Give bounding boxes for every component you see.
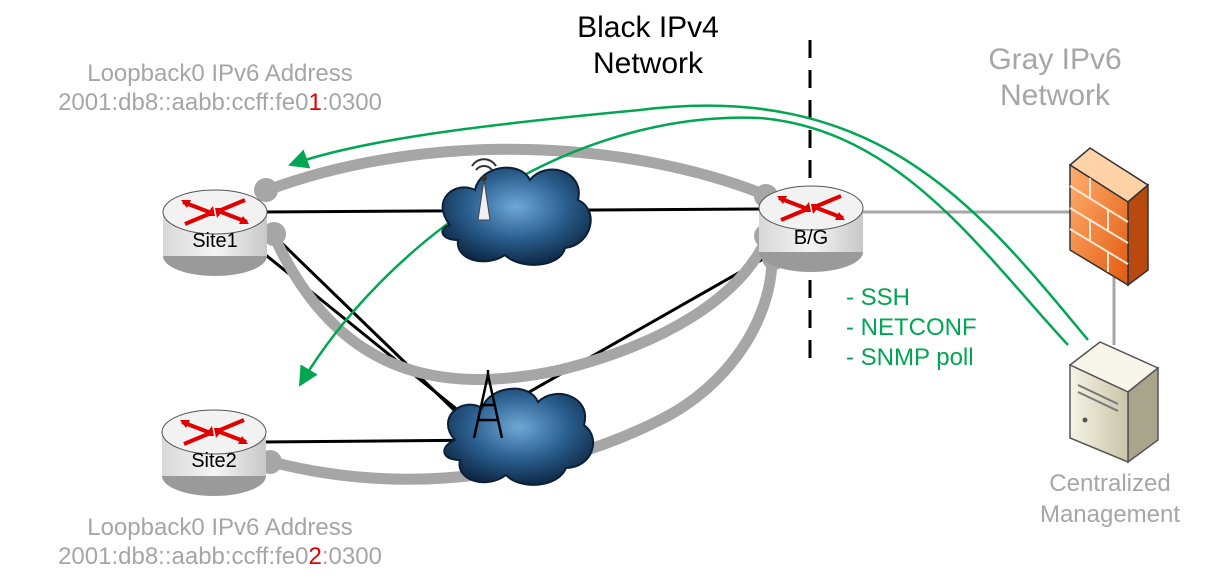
- protocol-ssh: - SSH: [846, 284, 911, 311]
- protocol-snmp: - SNMP poll: [846, 344, 974, 371]
- ipv6-links: [858, 210, 1116, 345]
- server-icon: [1068, 341, 1160, 464]
- centralized-management-label: Centralized Management: [1039, 470, 1181, 529]
- protocol-netconf: - NETCONF: [846, 314, 977, 341]
- firewall-icon: [1068, 147, 1150, 287]
- management-arrows: [288, 104, 1089, 387]
- gray-network-label: Gray IPv6 Network: [988, 43, 1122, 112]
- loopback-title: Loopback0 IPv6 Address: [87, 60, 353, 87]
- mgmt-arrow-site1: [288, 104, 1089, 341]
- site2-loopback-label: Loopback0 IPv6 Address 2001:db8::aabb:cc…: [0, 514, 440, 572]
- black-network-label: Black IPv4 Network: [577, 11, 719, 80]
- router-label-bg: B/G: [793, 227, 829, 249]
- router-label-site1: Site1: [192, 230, 238, 252]
- router-label-site2: Site2: [191, 450, 237, 472]
- tunnels: [262, 143, 778, 485]
- router-site2[interactable]: [161, 409, 267, 496]
- protocol-list: - SSH - NETCONF - SNMP poll: [846, 283, 977, 373]
- cellular-cloud-icon: [443, 370, 595, 486]
- loopback-title: Loopback0 IPv6 Address: [87, 514, 353, 541]
- router-site1[interactable]: [162, 189, 268, 276]
- mgmt-arrow-site2: [298, 116, 1069, 387]
- loopback-address: 2001:db8::aabb:ccff:fe02:0300: [58, 542, 382, 570]
- site1-loopback-label: Loopback0 IPv6 Address 2001:db8::aabb:cc…: [0, 60, 440, 118]
- wireless-cloud-icon: [441, 158, 592, 266]
- loopback-address: 2001:db8::aabb:ccff:fe01:0300: [58, 88, 382, 116]
- router-bg[interactable]: [758, 185, 864, 272]
